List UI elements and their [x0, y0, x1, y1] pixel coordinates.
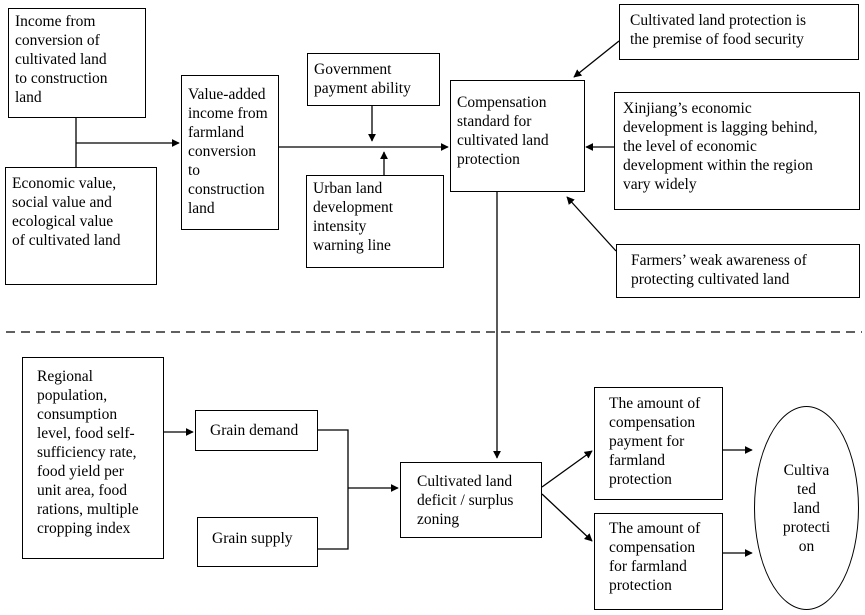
- node-comp-standard: Compensation standard for cultivated lan…: [450, 80, 585, 192]
- node-final-ellipse: Cultiva ted land protecti on: [754, 406, 859, 610]
- node-comp-payment: The amount of compensation payment for f…: [594, 387, 723, 500]
- arrow-to-comp-amount: [541, 493, 593, 542]
- node-grain-demand: Grain demand: [195, 410, 318, 451]
- node-economic-value: Economic value, social value and ecologi…: [5, 167, 157, 285]
- arrow-farmers: [566, 196, 617, 252]
- node-grain-supply: Grain supply: [197, 517, 318, 567]
- node-income-conversion: Income from conversion of cultivated lan…: [8, 8, 146, 118]
- node-xinjiang: Xinjiang’s economic development is laggi…: [614, 92, 860, 210]
- node-comp-amount: The amount of compensation for farmland …: [594, 513, 723, 610]
- node-urban-warning: Urban land development intensity warning…: [306, 175, 444, 268]
- node-regional-population: Regional population, consumption level, …: [22, 357, 164, 559]
- node-value-added: Value-added income from farmland convers…: [181, 75, 279, 230]
- arrow-premise: [573, 40, 620, 78]
- node-deficit-zoning: Cultivated land deficit / surplus zoning: [400, 462, 542, 538]
- node-farmers-awareness: Farmers’ weak awareness of protecting cu…: [616, 244, 860, 298]
- connector-supply-bracket: [318, 488, 349, 550]
- connector-demand-bracket: [318, 429, 349, 488]
- arrow-to-comp-payment: [541, 450, 593, 488]
- node-premise-food: Cultivated land protection is the premis…: [619, 4, 859, 60]
- node-gov-payment: Government payment ability: [307, 53, 440, 106]
